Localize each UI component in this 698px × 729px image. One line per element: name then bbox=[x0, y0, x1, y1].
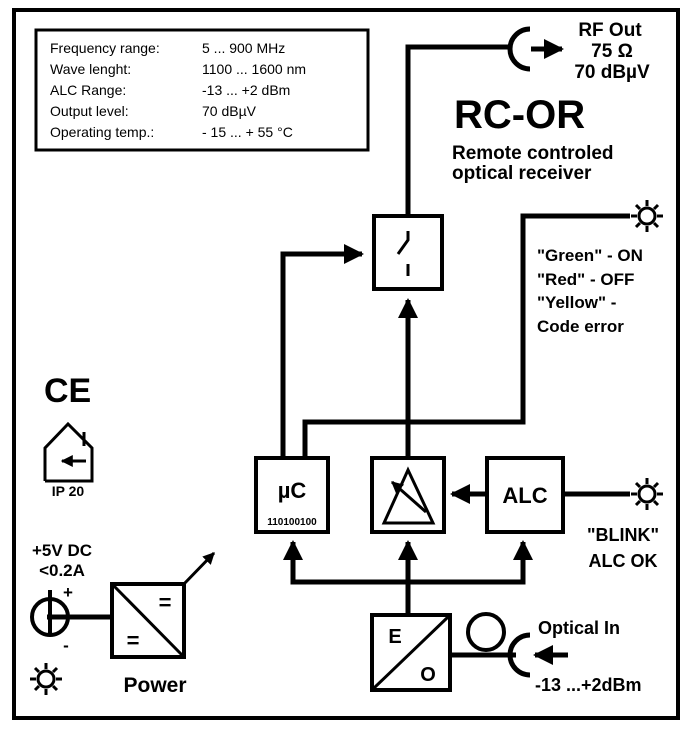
product-desc-line1: Remote controled bbox=[452, 143, 614, 164]
alc-block: ALC bbox=[485, 456, 565, 534]
spec-value-wavelength: 1100 ... 1600 nm bbox=[202, 61, 306, 77]
power-eq-bottom: = bbox=[127, 628, 140, 653]
spec-label-alc-range: ALC Range: bbox=[50, 82, 126, 98]
power-jack-icon bbox=[30, 590, 73, 637]
rf-out-title: RF Out bbox=[578, 20, 642, 41]
power-output-arrow-icon bbox=[180, 551, 216, 588]
alc-led-line1: "BLINK" bbox=[587, 525, 659, 545]
power-current: <0.2A bbox=[39, 561, 85, 580]
eo-top-label: E bbox=[388, 626, 401, 648]
spec-value-alc-range: -13 ... +2 dBm bbox=[202, 82, 290, 98]
status-led-line1: "Green" - ON bbox=[537, 246, 643, 265]
mcu-label: µC bbox=[278, 478, 307, 503]
eo-bottom-label: O bbox=[420, 664, 436, 686]
product-name: RC-OR bbox=[454, 93, 585, 137]
amplifier-triangle-icon bbox=[381, 466, 436, 525]
power-eq-top: = bbox=[159, 590, 172, 615]
mcu-block: µC 110100100 bbox=[254, 456, 330, 534]
mcu-code: 110100100 bbox=[267, 517, 317, 528]
amplifier-block bbox=[370, 456, 446, 534]
power-led-icon bbox=[30, 663, 62, 695]
spec-label-operating-temp: Operating temp.: bbox=[50, 124, 154, 140]
power-converter-block: = = bbox=[110, 551, 216, 659]
switch-block bbox=[372, 214, 444, 291]
spec-value-output-level: 70 dBµV bbox=[202, 103, 257, 119]
power-minus: - bbox=[63, 636, 69, 655]
power-voltage: +5V DC bbox=[32, 541, 92, 560]
ce-mark: CE bbox=[44, 372, 91, 410]
spec-table: Frequency range: 5 ... 900 MHz Wave leng… bbox=[34, 28, 370, 152]
rf-out-connector-icon bbox=[507, 26, 531, 72]
rf-out-group: RF Out 75 Ω 70 dBµV bbox=[507, 20, 650, 83]
alc-led-line2: ALC OK bbox=[589, 551, 658, 571]
spec-value-operating-temp: - 15 ... + 55 °C bbox=[202, 124, 293, 140]
eo-converter-block: E O bbox=[370, 613, 452, 692]
optical-in-connector-icon bbox=[507, 632, 531, 678]
spec-label-output-level: Output level: bbox=[50, 103, 129, 119]
rf-out-impedance: 75 Ω bbox=[591, 41, 633, 62]
ip-house-icon bbox=[43, 421, 94, 483]
switch-icon bbox=[396, 231, 410, 276]
status-led-icon bbox=[631, 200, 663, 232]
optical-in-title: Optical In bbox=[538, 618, 620, 638]
spec-label-frequency: Frequency range: bbox=[50, 40, 160, 56]
outer-frame bbox=[12, 8, 680, 720]
wiring bbox=[73, 44, 630, 658]
optical-in-range: -13 ...+2dBm bbox=[535, 675, 642, 695]
alc-label: ALC bbox=[502, 483, 547, 508]
product-desc-line2: optical receiver bbox=[452, 163, 592, 184]
status-led-line2: "Red" - OFF bbox=[537, 270, 634, 289]
amplifier-adjust-arrow-icon bbox=[391, 480, 427, 514]
spec-value-frequency: 5 ... 900 MHz bbox=[202, 40, 285, 56]
power-label: Power bbox=[123, 674, 186, 697]
ip-rating: IP 20 bbox=[52, 483, 85, 499]
power-plus: + bbox=[63, 583, 73, 602]
status-led-line4: Code error bbox=[537, 317, 624, 336]
spec-label-wavelength: Wave lenght: bbox=[50, 61, 131, 77]
alc-led-icon bbox=[631, 478, 663, 510]
status-led-line3: "Yellow" - bbox=[537, 293, 616, 312]
fiber-loop-icon bbox=[466, 612, 506, 652]
rf-out-level: 70 dBµV bbox=[574, 62, 650, 83]
